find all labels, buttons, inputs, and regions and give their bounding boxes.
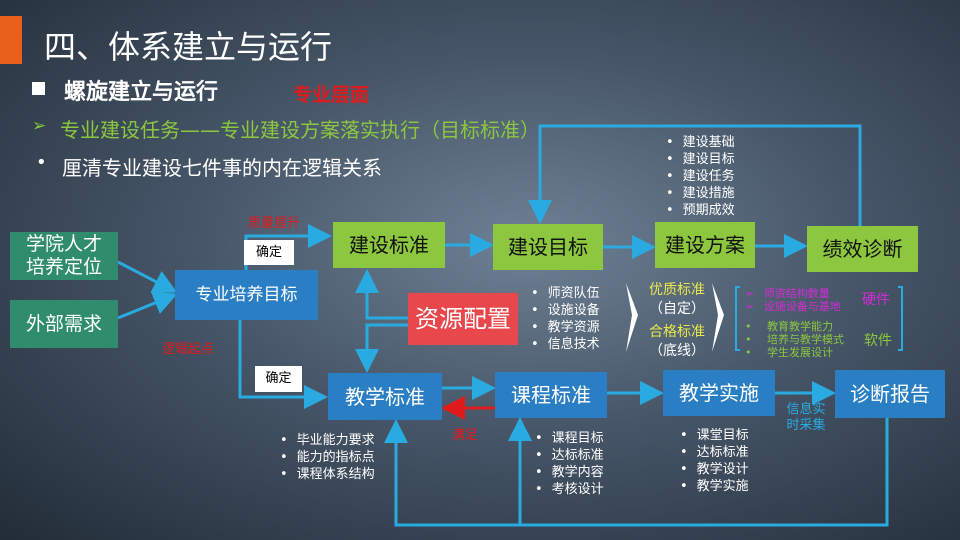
list-item: 教学资源 bbox=[531, 319, 600, 336]
impl-items-list: 课堂目标达标标准教学设计教学实施 bbox=[680, 427, 749, 495]
heading: 螺旋建立与运行 bbox=[64, 80, 219, 105]
list-item: 建设基础 bbox=[666, 134, 735, 151]
accent-bar bbox=[0, 16, 22, 64]
label-confirm-1: 确定 bbox=[244, 240, 294, 265]
label-quality-improve: 质量提升 bbox=[248, 216, 301, 231]
box-performance-diagnosis: 绩效诊断 bbox=[807, 226, 918, 272]
box-teaching-implementation: 教学实施 bbox=[663, 370, 775, 416]
list-item: • 教育教学能力 bbox=[745, 320, 833, 333]
list-item: 达标标准 bbox=[680, 444, 749, 461]
list-item: 教学内容 bbox=[535, 464, 604, 481]
box-build-goal: 建设目标 bbox=[493, 224, 603, 270]
list-item: 设施设备 bbox=[531, 302, 600, 319]
label-info-collection: 信息实时采集 bbox=[786, 402, 826, 433]
box-resource-allocation: 资源配置 bbox=[408, 293, 518, 345]
software-list: • 教育教学能力 • 培养与教学模式 • 学生发展设计 bbox=[745, 320, 844, 359]
list-item: 达标标准 bbox=[535, 447, 604, 464]
heading-tag: 专业层面 bbox=[293, 84, 370, 106]
list-item: 能力的指标点 bbox=[280, 449, 375, 466]
software-label: 软件 bbox=[864, 333, 892, 349]
list-item: 教学设计 bbox=[680, 461, 749, 478]
teach-std-items-list: 毕业能力要求能力的指标点课程体系结构 bbox=[280, 432, 375, 483]
list-item: • 培养与教学模式 bbox=[745, 333, 844, 346]
standards-block: 优质标准 （自定） 合格标准 （底线） bbox=[642, 281, 712, 361]
list-item: 预期成效 bbox=[666, 202, 735, 219]
list-item: 课程体系结构 bbox=[280, 466, 375, 483]
box-external-demand: 外部需求 bbox=[10, 300, 118, 348]
label-satisfy: 满足 bbox=[452, 428, 479, 443]
list-item: 建设措施 bbox=[666, 185, 735, 202]
box-training-goal: 专业培养目标 bbox=[175, 270, 318, 320]
box-build-plan: 建设方案 bbox=[655, 222, 755, 268]
course-items-list: 课程目标达标标准教学内容考核设计 bbox=[535, 430, 604, 498]
square-bullet-icon bbox=[32, 82, 45, 95]
list-item: 师资队伍 bbox=[531, 285, 600, 302]
box-course-standard: 课程标准 bbox=[495, 372, 607, 418]
hardware-list: ➢ 师资结构数量 ➢ 设施设备与基地 bbox=[745, 287, 841, 313]
list-item: 建设任务 bbox=[666, 168, 735, 185]
label-logic-start: 逻辑起点 bbox=[162, 342, 215, 357]
list-item: ➢ 师资结构数量 bbox=[745, 287, 830, 300]
list-item: 课程目标 bbox=[535, 430, 604, 447]
resource-items-list: 师资队伍设施设备教学资源信息技术 bbox=[531, 285, 600, 353]
pass-standard-sub: （底线） bbox=[649, 343, 705, 359]
dot-bullet-icon: • bbox=[36, 152, 47, 173]
list-item: ➢ 设施设备与基地 bbox=[745, 300, 841, 313]
quality-standard: 优质标准 bbox=[649, 282, 705, 298]
box-teaching-standard: 教学标准 bbox=[328, 373, 442, 420]
arrow-bullet-icon: ➢ bbox=[32, 116, 47, 136]
box-diagnosis-report: 诊断报告 bbox=[835, 370, 945, 418]
slide-title: 四、体系建立与运行 bbox=[44, 28, 333, 66]
list-item: 课堂目标 bbox=[680, 427, 749, 444]
list-item: 教学实施 bbox=[680, 478, 749, 495]
subheading: 专业建设任务——专业建设方案落实执行（目标标准） bbox=[60, 118, 540, 142]
label-confirm-2: 确定 bbox=[255, 366, 302, 392]
pass-standard: 合格标准 bbox=[649, 324, 705, 340]
box-talent-positioning: 学院人才培养定位 bbox=[10, 232, 118, 280]
plan-items-list: 建设基础建设目标建设任务建设措施预期成效 bbox=[666, 134, 735, 219]
quality-standard-sub: （自定） bbox=[649, 301, 705, 317]
box-build-standard: 建设标准 bbox=[333, 222, 445, 268]
list-item: 毕业能力要求 bbox=[280, 432, 375, 449]
list-item: • 学生发展设计 bbox=[745, 346, 833, 359]
list-item: 信息技术 bbox=[531, 336, 600, 353]
bullet-text: 厘清专业建设七件事的内在逻辑关系 bbox=[62, 156, 382, 180]
list-item: 建设目标 bbox=[666, 151, 735, 168]
list-item: 考核设计 bbox=[535, 481, 604, 498]
hardware-label: 硬件 bbox=[862, 292, 890, 308]
